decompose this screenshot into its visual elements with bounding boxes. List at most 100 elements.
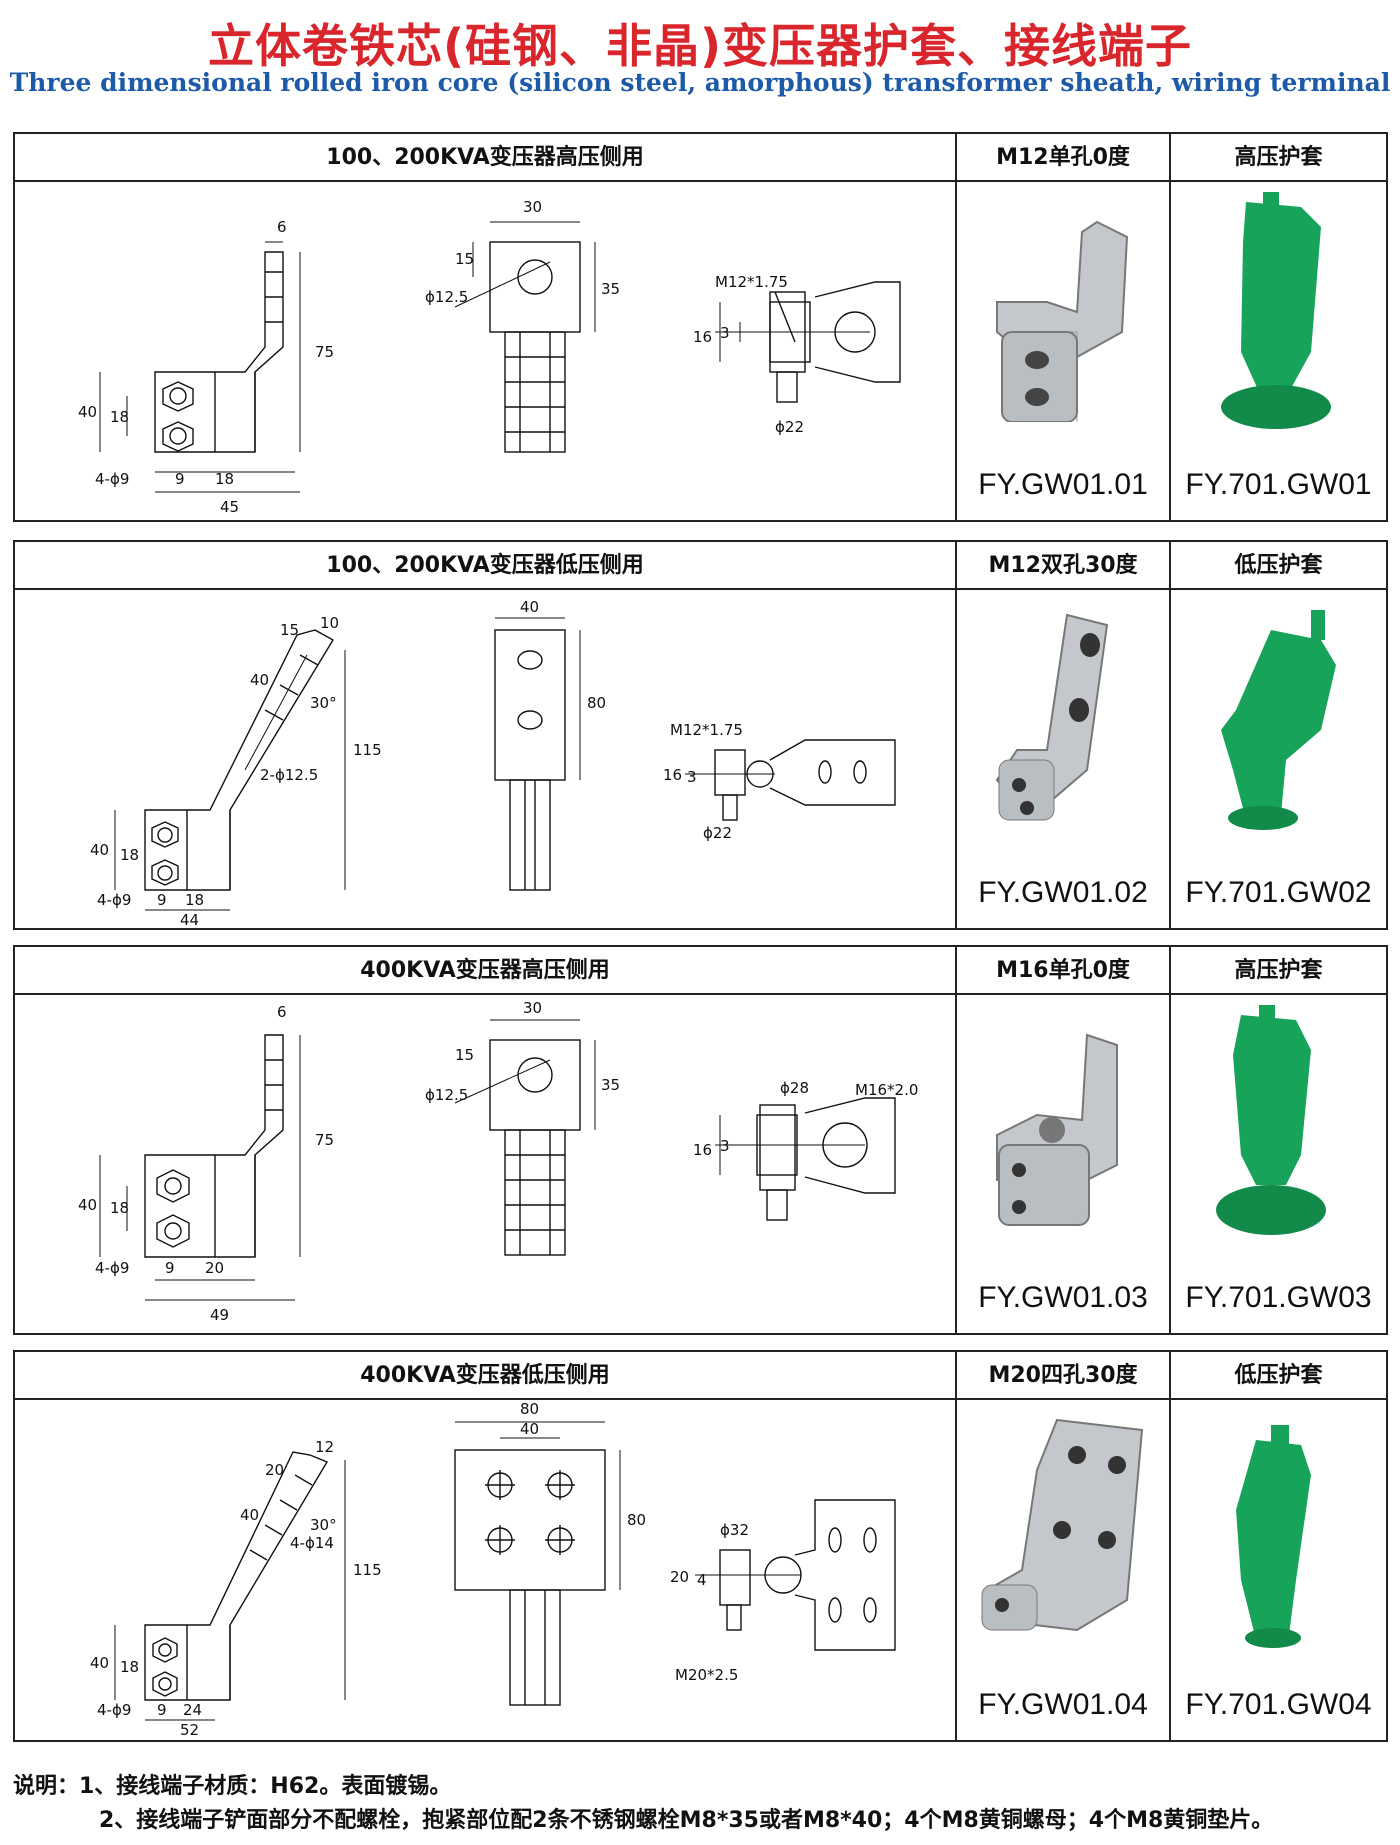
dim-label: 40 <box>78 1196 97 1214</box>
product-section-4: 400KVA变压器低压侧用 M20四孔30度 低压护套 <box>13 1350 1388 1742</box>
drawing-title: 100、200KVA变压器高压侧用 <box>15 134 955 182</box>
terminal-spec: M16单孔0度 <box>957 947 1169 995</box>
dim-label: 80 <box>520 1400 539 1418</box>
terminal-drawing-svg: 6 75 40 18 4-ϕ9 9 18 45 30 15 35 ϕ12.5 M… <box>78 198 901 516</box>
divider <box>955 947 957 1333</box>
terminal-code: FY.GW01.01 <box>978 468 1148 501</box>
divider <box>1169 947 1171 1333</box>
dim-label: 9 <box>157 891 167 909</box>
dim-label: 4-ϕ9 <box>95 470 129 488</box>
terminal-spec: M20四孔30度 <box>957 1352 1169 1400</box>
dim-label: 16 <box>693 1141 712 1159</box>
technical-drawing: 20 12 40 30° 115 4-ϕ14 40 18 4-ϕ9 9 24 5… <box>15 1400 955 1740</box>
dim-label: 18 <box>185 891 204 909</box>
sheath-photo <box>1236 1425 1311 1648</box>
dim-label: 18 <box>110 1199 129 1217</box>
dim-label: 30° <box>310 1516 337 1534</box>
dim-label: 18 <box>215 470 234 488</box>
dim-label: 15 <box>280 621 299 639</box>
dim-label: 18 <box>120 846 139 864</box>
sheath-photo <box>1221 192 1331 429</box>
dim-label: 18 <box>120 1658 139 1676</box>
drawing-title: 400KVA变压器低压侧用 <box>15 1352 955 1400</box>
divider <box>1169 1352 1171 1740</box>
dim-label: 30 <box>523 198 542 216</box>
divider <box>955 1352 957 1740</box>
drawing-title: 100、200KVA变压器低压侧用 <box>15 542 955 590</box>
divider <box>1169 542 1171 928</box>
sheath-code: FY.701.GW01 <box>1185 468 1372 501</box>
terminal-photo <box>981 1418 1144 1632</box>
sheath-type: 高压护套 <box>1171 947 1386 995</box>
dim-label: 9 <box>157 1701 167 1719</box>
dim-label: 6 <box>277 1003 287 1021</box>
dim-label: 9 <box>175 470 185 488</box>
dim-label: 30° <box>310 694 337 712</box>
divider <box>1169 134 1171 520</box>
dim-label: ϕ12.5 <box>425 1086 468 1104</box>
terminal-photo-cell: FY.GW01.02 <box>957 590 1169 928</box>
terminal-drawing-svg: 20 12 40 30° 115 4-ϕ14 40 18 4-ϕ9 9 24 5… <box>90 1400 896 1739</box>
terminal-spec: M12单孔0度 <box>957 134 1169 182</box>
dim-label: ϕ32 <box>720 1521 749 1539</box>
dim-label: 4-ϕ9 <box>95 1259 129 1277</box>
note-line: 说明：1、接线端子材质：H62。表面镀锡。 <box>13 1774 452 1799</box>
terminal-photo-cell: FY.GW01.01 <box>957 182 1169 520</box>
dim-label: 10 <box>320 614 339 632</box>
dim-label: 75 <box>315 343 334 361</box>
sheath-type: 低压护套 <box>1171 1352 1386 1400</box>
dim-label: 40 <box>78 403 97 421</box>
sheath-code: FY.701.GW03 <box>1185 1281 1372 1314</box>
sheath-code: FY.701.GW02 <box>1185 876 1372 909</box>
terminal-photo <box>995 613 1109 821</box>
dim-label: 35 <box>601 280 620 298</box>
dim-label: 80 <box>587 694 606 712</box>
sheath-photo-cell: FY.701.GW04 <box>1171 1400 1386 1740</box>
page-subtitle: Three dimensional rolled iron core (sili… <box>9 68 1391 97</box>
technical-drawing: 6 75 40 18 4-ϕ9 9 20 49 30 15 35 ϕ12.5 M… <box>15 995 955 1333</box>
dim-label: 18 <box>110 408 129 426</box>
dim-label: 115 <box>353 1561 382 1579</box>
terminal-code: FY.GW01.02 <box>978 876 1148 909</box>
dim-label: ϕ12.5 <box>425 288 468 306</box>
dim-label: 3 <box>720 324 730 342</box>
sheath-photo-cell: FY.701.GW01 <box>1171 182 1386 520</box>
dim-label: ϕ28 <box>780 1079 809 1097</box>
dim-label: M12*1.75 <box>715 273 788 291</box>
dim-label: 35 <box>601 1076 620 1094</box>
product-section-3: 400KVA变压器高压侧用 M16单孔0度 高压护套 <box>13 945 1388 1335</box>
terminal-photo <box>996 220 1129 432</box>
terminal-photo <box>996 1033 1118 1226</box>
sheath-photo-cell: FY.701.GW03 <box>1171 995 1386 1333</box>
product-section-2: 100、200KVA变压器低压侧用 M12双孔30度 低压护套 <box>13 540 1388 930</box>
dim-label: ϕ22 <box>703 824 732 842</box>
dim-label: 24 <box>183 1701 202 1719</box>
technical-drawing: 6 75 40 18 4-ϕ9 9 18 45 30 15 35 ϕ12.5 M… <box>15 182 955 520</box>
dim-label: 40 <box>520 1420 539 1438</box>
dim-label: 44 <box>180 911 199 928</box>
dim-label: M20*2.5 <box>675 1666 738 1684</box>
terminal-drawing-svg: 6 75 40 18 4-ϕ9 9 20 49 30 15 35 ϕ12.5 M… <box>78 999 918 1324</box>
dim-label: 40 <box>90 1654 109 1672</box>
sheath-code: FY.701.GW04 <box>1185 1688 1372 1721</box>
terminal-code: FY.GW01.04 <box>978 1688 1148 1721</box>
dim-label: 40 <box>240 1506 259 1524</box>
dim-label: 9 <box>165 1259 175 1277</box>
dim-label: 80 <box>627 1511 646 1529</box>
dim-label: 15 <box>455 250 474 268</box>
dim-label: 20 <box>205 1259 224 1277</box>
terminal-drawing-svg: 15 10 40 30° 115 2-ϕ12.5 40 18 4-ϕ9 9 18… <box>90 598 896 929</box>
sheath-type: 低压护套 <box>1171 542 1386 590</box>
notes: 说明：1、接线端子材质：H62。表面镀锡。 2、接线端子铲面部分不配螺栓，抱紧部… <box>13 1770 1393 1838</box>
dim-label: 3 <box>687 768 697 786</box>
dim-label: 4-ϕ14 <box>290 1534 334 1552</box>
technical-drawing: 15 10 40 30° 115 2-ϕ12.5 40 18 4-ϕ9 9 18… <box>15 590 955 929</box>
divider <box>955 134 957 520</box>
dim-label: M12*1.75 <box>670 721 743 739</box>
dim-label: 20 <box>670 1568 689 1586</box>
dim-label: 4-ϕ9 <box>97 1701 131 1719</box>
dim-label: 2-ϕ12.5 <box>260 766 318 784</box>
dim-label: 49 <box>210 1306 229 1324</box>
drawing-title: 400KVA变压器高压侧用 <box>15 947 955 995</box>
dim-label: 16 <box>693 328 712 346</box>
